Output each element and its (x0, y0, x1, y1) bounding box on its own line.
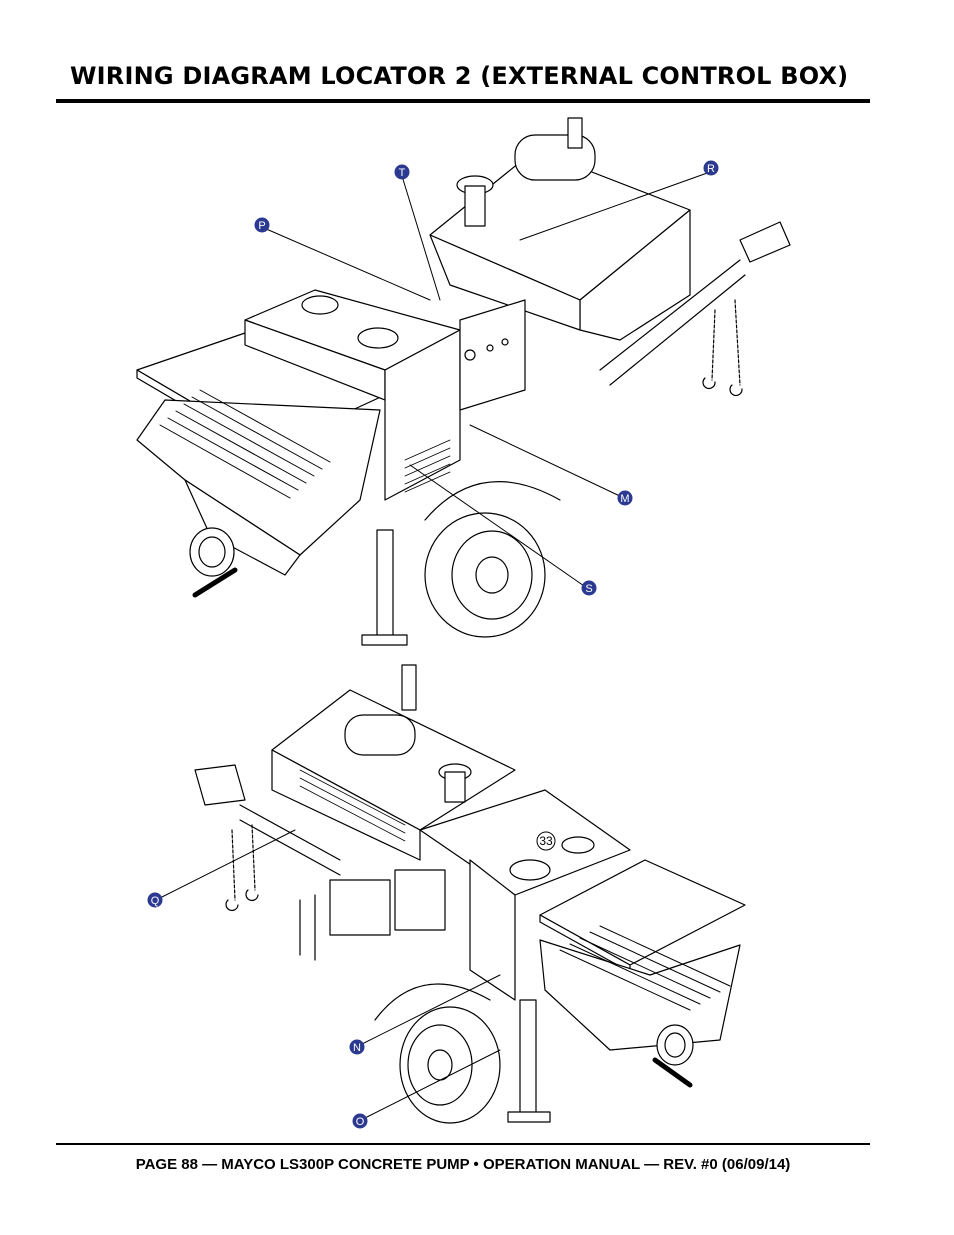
bottom-leader-lines (155, 829, 501, 1121)
callout-r: R (703, 160, 719, 176)
callout-m-label: M (620, 493, 629, 505)
callout-o-label: O (356, 1116, 365, 1128)
callout-t-label: T (399, 167, 406, 179)
page-title: WIRING DIAGRAM LOCATOR 2 (EXTERNAL CONTR… (70, 62, 849, 90)
callout-s: S (581, 580, 597, 596)
footer-rule (56, 1143, 870, 1145)
bottom-pump-drawing (194, 664, 746, 1124)
callout-q: Q (147, 892, 163, 908)
callout-33-label: 33 (539, 834, 553, 848)
top-leader-lines (263, 171, 711, 589)
callout-t: T (394, 164, 410, 180)
callout-s-label: S (585, 583, 592, 595)
callout-p: P (254, 217, 270, 233)
callout-m: M (617, 490, 633, 506)
callout-n-label: N (353, 1042, 361, 1054)
callout-p-label: P (258, 220, 265, 232)
callout-o: O (352, 1113, 368, 1129)
title-rule (56, 99, 870, 103)
callout-r-label: R (707, 163, 715, 175)
page-footer: PAGE 88 — MAYCO LS300P CONCRETE PUMP • O… (135, 1156, 791, 1173)
top-pump-drawing (136, 117, 791, 646)
callout-q-label: Q (151, 895, 160, 907)
callout-33: 33 (536, 831, 556, 851)
callout-n: N (349, 1039, 365, 1055)
